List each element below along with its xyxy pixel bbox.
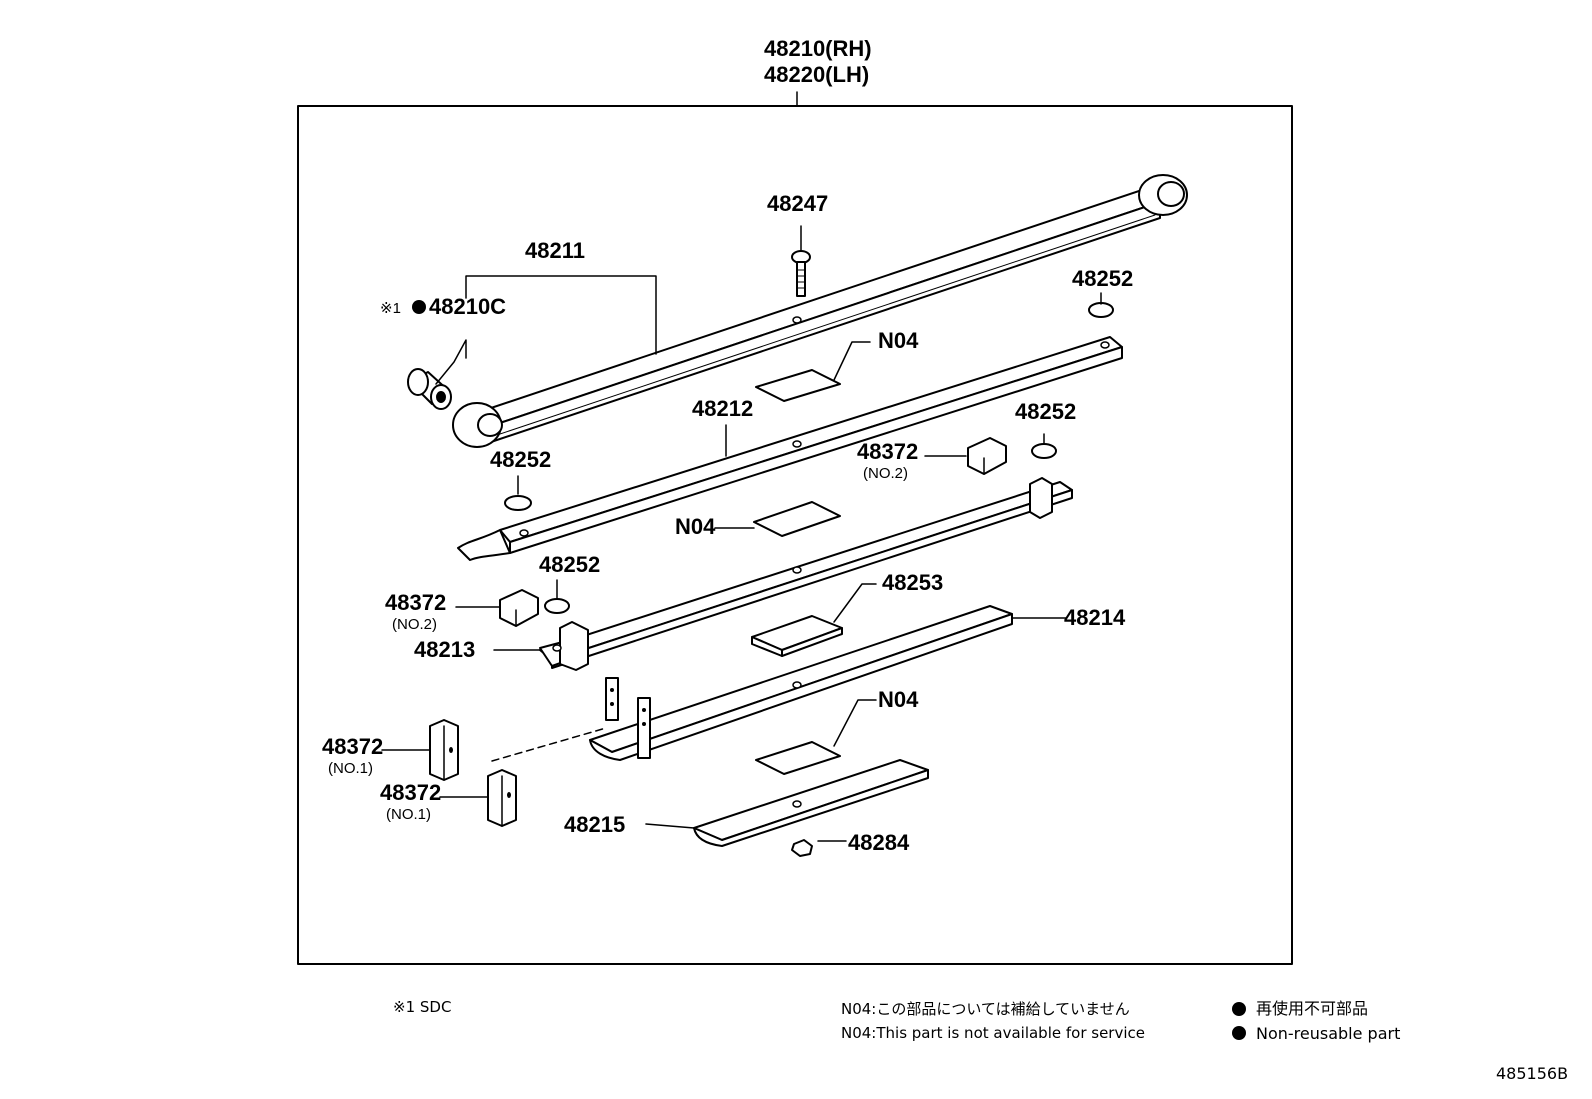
non-reusable-dot-48210c: [412, 300, 426, 314]
callout-48252-top-right: 48252: [1072, 266, 1134, 291]
callout-48372-no1-upper-sub: (NO.1): [328, 760, 373, 777]
callout-48372-no1-lower-sub: (NO.1): [386, 806, 431, 823]
callout-48215: 48215: [564, 812, 626, 837]
center-bolt-48247: [791, 250, 811, 297]
cap-48252-right: [1031, 443, 1057, 459]
cap-48252-top-right: [1088, 302, 1114, 318]
callout-48212: 48212: [692, 396, 754, 421]
pad-48253: [751, 615, 843, 657]
callout-48284: 48284: [848, 830, 910, 855]
callout-48372-no2-left: 48372: [385, 590, 447, 615]
callout-48253: 48253: [882, 570, 944, 595]
callout-n04-middle: N04: [675, 514, 716, 539]
callout-48252-lower-left: 48252: [539, 552, 601, 577]
assembly-dash-line: [491, 727, 607, 762]
leaf-48214: [589, 605, 1013, 761]
callout-48252-left: 48252: [490, 447, 552, 472]
nut-48284: [791, 839, 813, 857]
legend-dot-en: [1232, 1026, 1246, 1040]
bushing-48210c: [407, 368, 452, 410]
n04-note-english: N04:This part is not available for servi…: [841, 1024, 1145, 1042]
leaf-48213: [539, 477, 1073, 671]
pad-n04-top: [755, 369, 841, 402]
clip-48372-no2-left: [499, 589, 539, 627]
pad-n04-middle: [753, 501, 841, 537]
clip-48372-no1-upper: [429, 719, 459, 781]
main-leaf-48211: [452, 174, 1188, 448]
callout-48214: 48214: [1064, 605, 1126, 630]
clip-48372-no2-right: [967, 437, 1007, 475]
sdc-footnote: ※1 SDC: [393, 998, 452, 1016]
leaf-48215: [693, 759, 929, 847]
leader-lines: [381, 225, 1102, 842]
assembly-frame: [297, 105, 1293, 965]
callout-48372-no2-right-sub: (NO.2): [863, 465, 908, 482]
cap-48252-left: [504, 495, 532, 511]
callout-n04-top: N04: [878, 328, 919, 353]
callout-48372-no2-left-sub: (NO.2): [392, 616, 437, 633]
callout-48372-no2-right: 48372: [857, 439, 919, 464]
leaf-48212: [457, 336, 1123, 561]
figure-id: 485156B: [1496, 1064, 1569, 1083]
callout-48372-no1-upper: 48372: [322, 734, 384, 759]
callout-n04-lower: N04: [878, 687, 919, 712]
legend-non-reusable-english: Non-reusable part: [1256, 1024, 1401, 1043]
callout-48210c-prefix: ※1: [380, 300, 401, 317]
assembly-part-number-lh: 48220(LH): [764, 62, 870, 87]
callout-48247: 48247: [767, 191, 829, 216]
pad-n04-lower: [755, 741, 841, 775]
callout-48211: 48211: [525, 238, 585, 263]
legend-non-reusable-japanese: 再使用不可部品: [1256, 999, 1369, 1018]
callout-48213: 48213: [414, 637, 476, 662]
callout-48252-right: 48252: [1015, 399, 1077, 424]
legend-dot-jp: [1232, 1002, 1246, 1016]
callout-48210c: 48210C: [429, 294, 507, 319]
clip-48372-no1-lower: [487, 769, 517, 827]
n04-note-japanese: N04:この部品については補給していません: [841, 1000, 1130, 1018]
assembly-part-number-rh: 48210(RH): [764, 36, 872, 61]
callout-48372-no1-lower: 48372: [380, 780, 442, 805]
cap-48252-lower-left: [544, 598, 570, 614]
